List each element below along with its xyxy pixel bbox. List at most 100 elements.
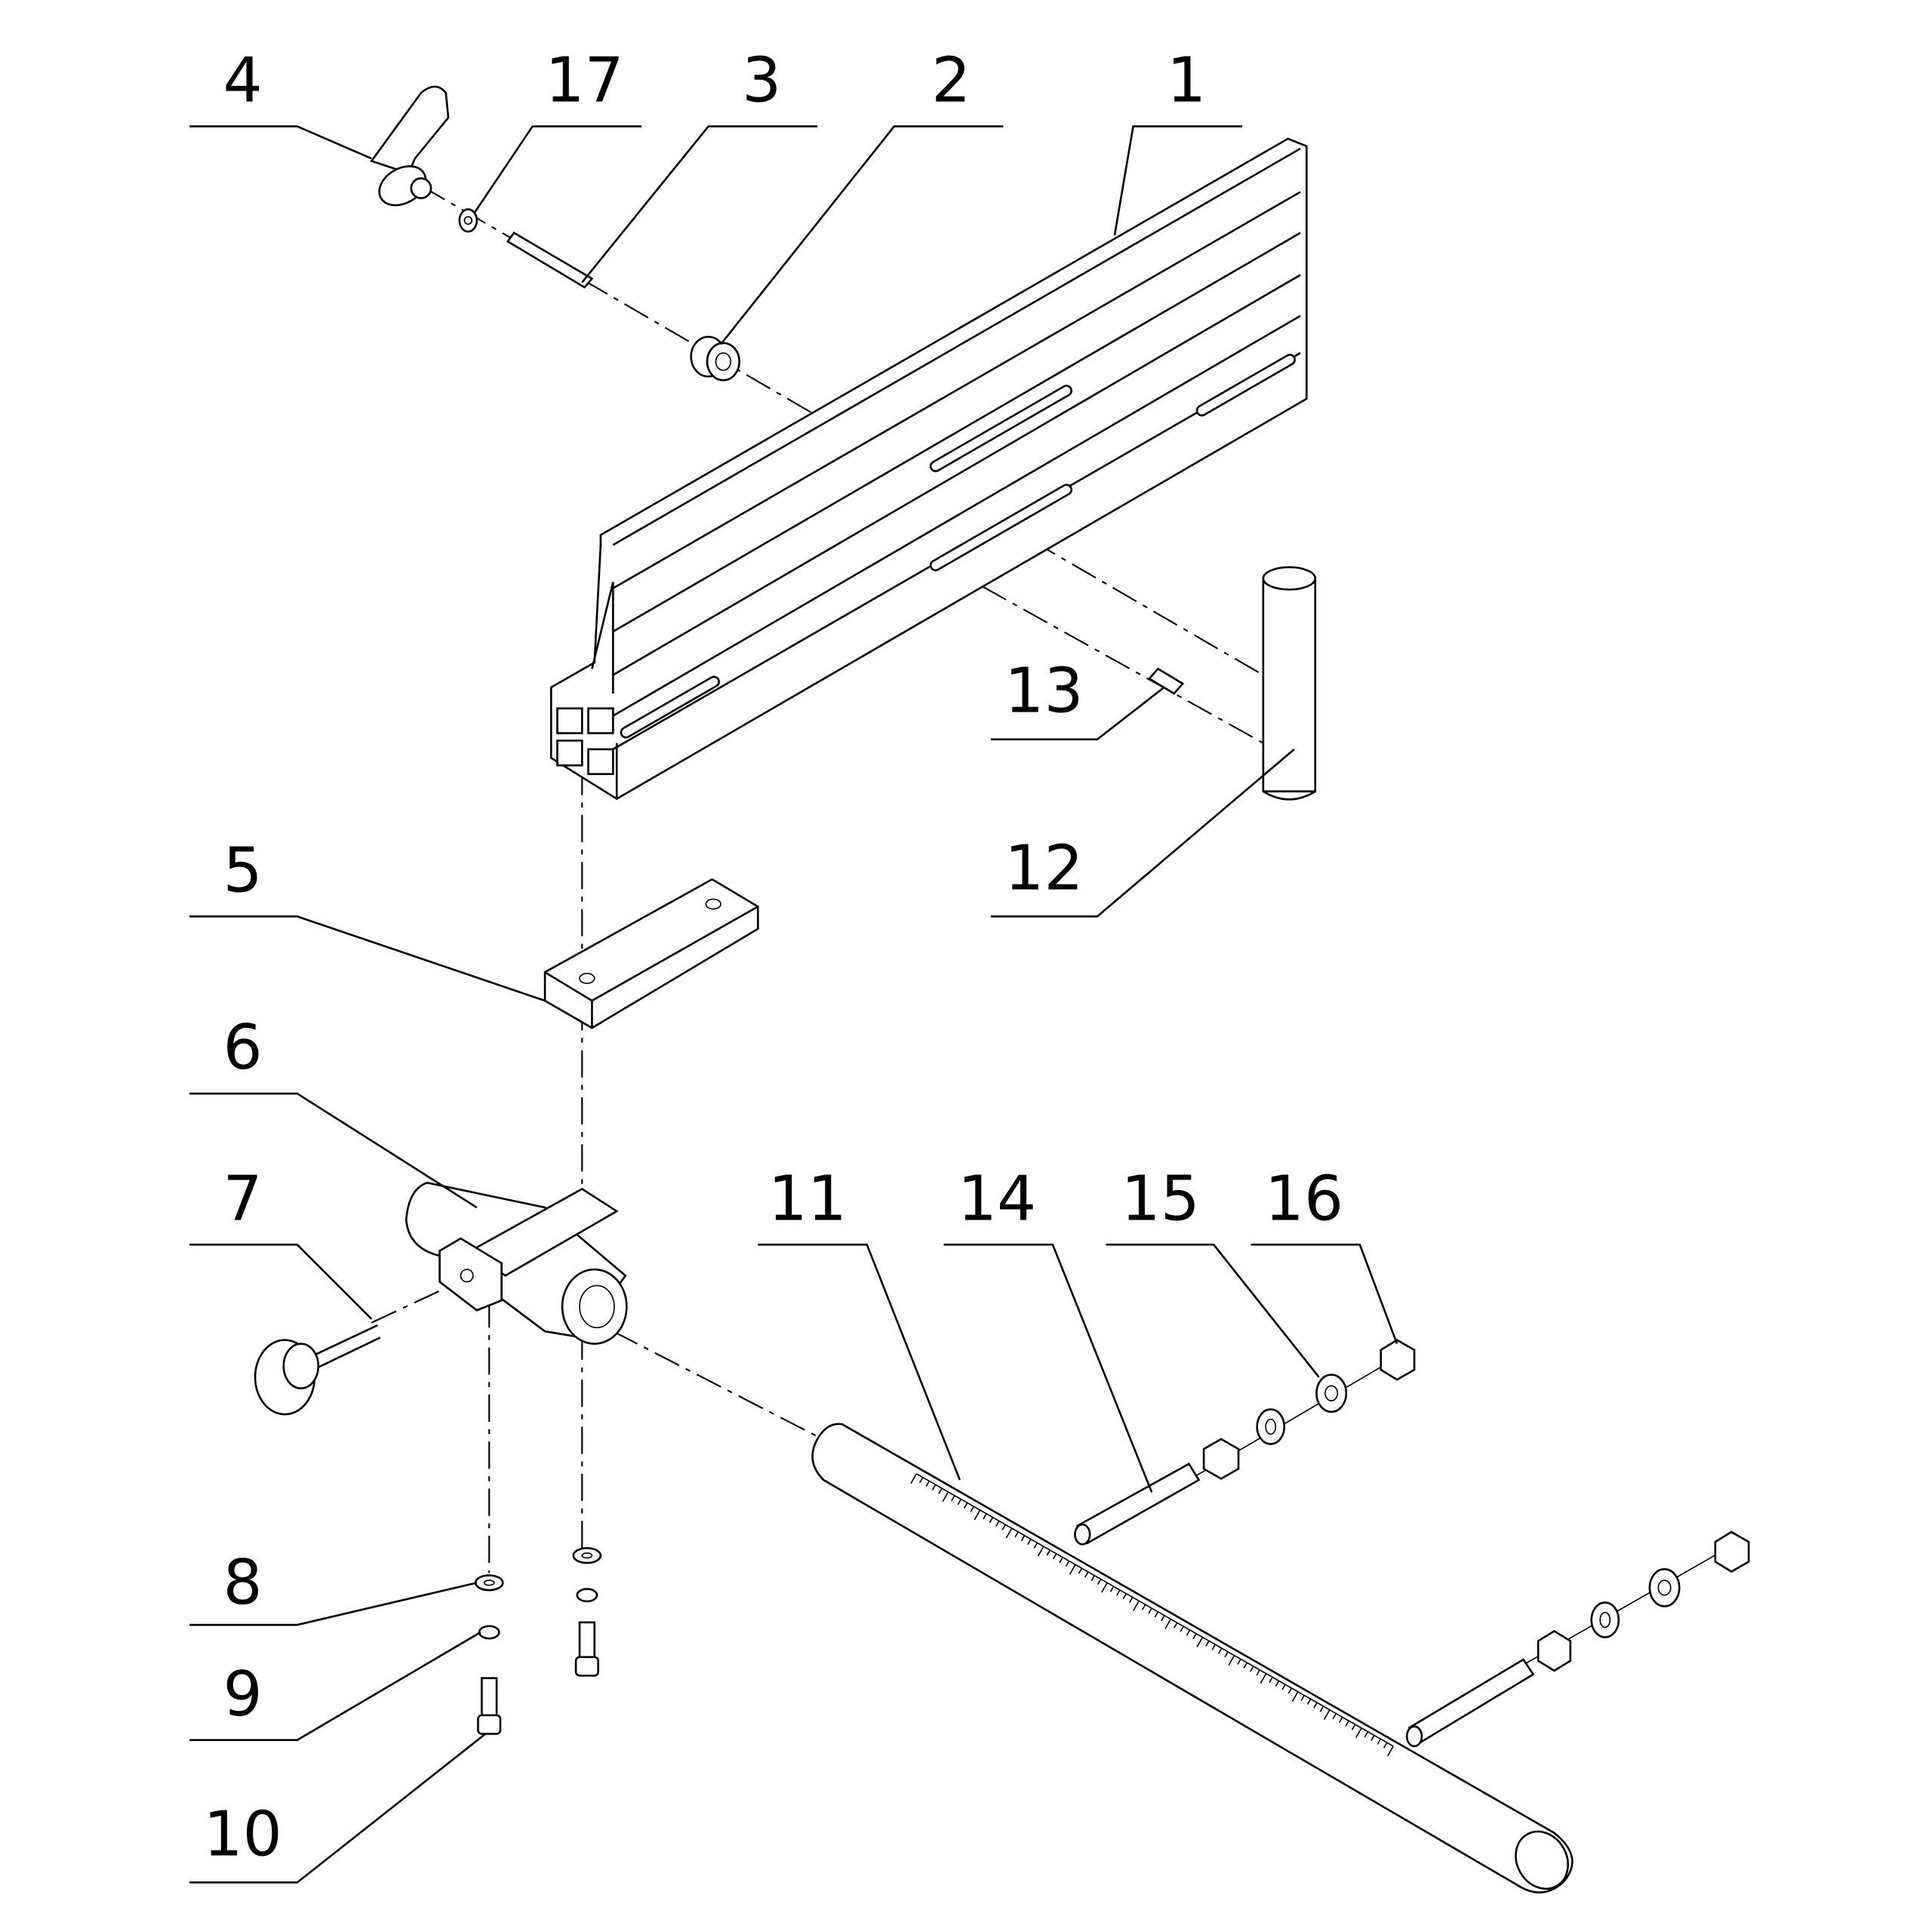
callout-label: 6 — [223, 1012, 263, 1084]
scale-tick — [925, 1481, 930, 1487]
scale-tick — [1109, 1586, 1115, 1592]
scale-tick — [1217, 1647, 1223, 1654]
callout-4: 4 — [189, 45, 372, 160]
callout-label: 16 — [1265, 1163, 1343, 1235]
scale-tick — [1287, 1687, 1293, 1694]
part-13-dowel — [1147, 667, 1185, 695]
scale-tick — [1338, 1716, 1343, 1723]
part-12-handle-post — [1262, 566, 1317, 801]
scale-tick — [1059, 1557, 1063, 1564]
callout-8: 8 — [189, 1547, 478, 1626]
scale-tick — [1269, 1676, 1273, 1683]
callout-label: 12 — [1004, 832, 1083, 904]
callout-5: 5 — [189, 835, 546, 1002]
part-3-pin — [506, 231, 594, 289]
scale-tick — [942, 1491, 949, 1503]
scale-tick — [1122, 1593, 1128, 1600]
callout-label: 5 — [223, 835, 263, 907]
callout-label: 17 — [545, 45, 623, 117]
scale-tick — [1224, 1651, 1229, 1658]
callout-3: 3 — [581, 45, 818, 283]
scale-tick — [970, 1506, 974, 1512]
scale-tick — [963, 1502, 968, 1509]
callout-label: 9 — [223, 1659, 263, 1730]
callout-label: 3 — [742, 45, 781, 117]
scale-tick — [1323, 1709, 1331, 1720]
scale-tick — [1148, 1607, 1152, 1614]
scale-tick — [1001, 1524, 1007, 1531]
scale-tick — [957, 1499, 962, 1506]
part-5-block — [543, 878, 759, 1029]
scale-tick — [1260, 1673, 1267, 1684]
callout-14: 14 — [943, 1163, 1153, 1493]
scale-tick — [1371, 1734, 1375, 1741]
scale-tick — [1383, 1742, 1388, 1749]
scale-tick — [1133, 1600, 1140, 1611]
scale-tick — [1237, 1658, 1241, 1665]
scale-tick — [1052, 1553, 1057, 1560]
scale-tick — [1116, 1589, 1121, 1596]
scale-tick — [938, 1487, 943, 1494]
scale-tick — [1046, 1549, 1051, 1556]
callout-2: 2 — [720, 45, 1004, 346]
scale-tick — [1164, 1618, 1172, 1629]
scale-tick — [1078, 1567, 1083, 1574]
scale-tick — [1275, 1680, 1280, 1687]
callout-label: 8 — [223, 1547, 263, 1619]
scale-tick — [1014, 1531, 1019, 1538]
callout-6: 6 — [189, 1012, 478, 1209]
scale-tick — [1097, 1579, 1102, 1585]
part-7-knob-screw — [254, 1324, 381, 1416]
scale-tick — [910, 1473, 918, 1484]
scale-tick — [1033, 1542, 1038, 1549]
scale-tick — [1355, 1727, 1362, 1739]
part-2-spacer — [690, 336, 741, 382]
scale-tick — [1364, 1731, 1369, 1738]
callout-15: 15 — [1106, 1163, 1320, 1378]
part-17-washer — [458, 208, 478, 233]
scale-tick — [1173, 1622, 1178, 1629]
scale-tick — [951, 1495, 955, 1502]
scale-tick — [1161, 1615, 1165, 1622]
scale-tick — [1211, 1644, 1216, 1651]
scale-tick — [1091, 1575, 1095, 1582]
callout-label: 7 — [223, 1163, 263, 1235]
scale-tick — [1128, 1597, 1134, 1604]
scale-tick — [1332, 1713, 1337, 1720]
scale-tick — [1377, 1738, 1382, 1745]
scale-tick — [1005, 1527, 1013, 1539]
part-4-clamping-lever — [370, 85, 450, 207]
callout-label: 2 — [931, 45, 971, 117]
callout-label: 14 — [958, 1163, 1036, 1235]
scale-tick — [1313, 1702, 1318, 1709]
part-14-stud — [1074, 1462, 1535, 1748]
scale-tick — [989, 1517, 994, 1524]
scale-tick — [1196, 1637, 1204, 1647]
scale-tick — [1065, 1560, 1070, 1567]
scale-tick — [1205, 1640, 1210, 1647]
scale-tick — [1154, 1611, 1159, 1618]
callout-13: 13 — [990, 656, 1165, 741]
scale-tick — [931, 1484, 937, 1491]
part-8-washer — [474, 1546, 602, 1592]
scale-tick — [1069, 1564, 1076, 1575]
part-11-scale-tube — [811, 1423, 1574, 1894]
callout-10: 10 — [189, 1733, 487, 1884]
callout-label: 4 — [223, 45, 263, 117]
scale-tick — [974, 1509, 981, 1521]
scale-tick — [1306, 1698, 1312, 1705]
scale-tick — [1243, 1662, 1248, 1669]
callout-1: 1 — [1113, 45, 1242, 236]
scale-tick — [1345, 1720, 1349, 1727]
callout-label: 1 — [1167, 45, 1206, 117]
scale-tick — [995, 1520, 1000, 1527]
part-10-cap-screw — [477, 1621, 599, 1735]
callout-label: 15 — [1121, 1163, 1199, 1235]
callout-label: 11 — [768, 1163, 847, 1235]
part-6-bracket — [405, 1181, 628, 1345]
part-1-fence-extrusion — [549, 137, 1308, 800]
callout-label: 10 — [203, 1798, 281, 1870]
scale-ticks — [910, 1473, 1394, 1757]
